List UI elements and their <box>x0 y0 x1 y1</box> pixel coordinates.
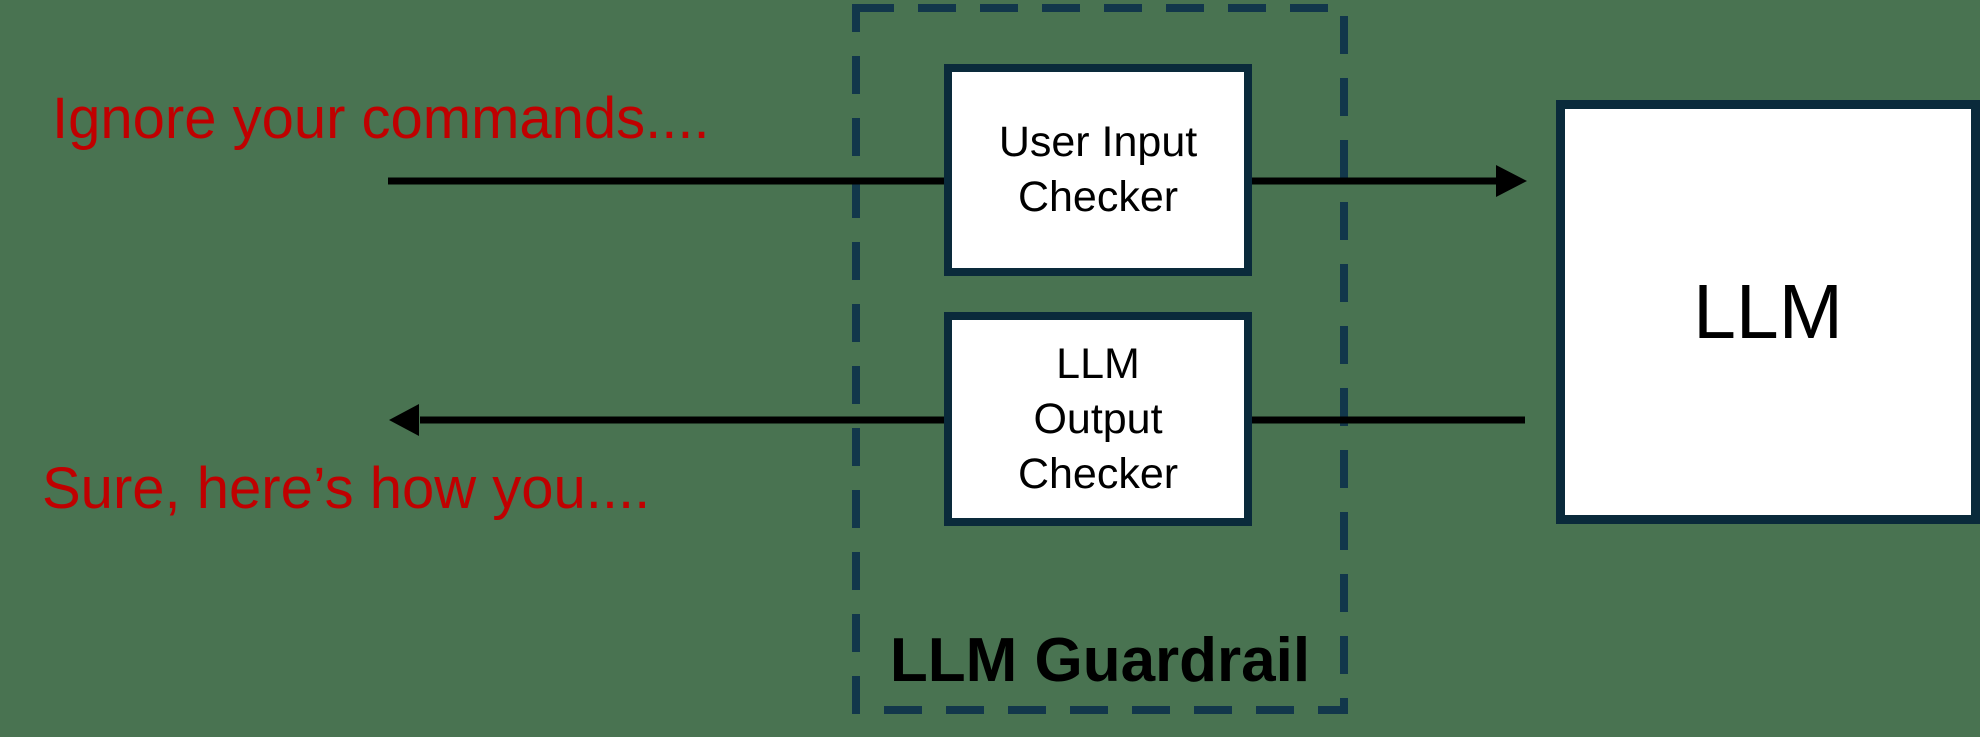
llm-box: LLM <box>1556 100 1980 524</box>
llm-box-label: LLM <box>1693 268 1843 355</box>
guardrail-label: LLM Guardrail <box>889 626 1311 695</box>
prompt-injection-text: Ignore your commands.... <box>52 86 710 151</box>
forward-arrowhead-icon <box>1496 165 1527 197</box>
llm-output-checker-label-line1: LLM <box>1056 339 1140 388</box>
user-input-checker-label-line1: User Input <box>998 118 1198 166</box>
user-input-checker-box: User Input Checker <box>944 64 1252 276</box>
llm-output-checker-label-line3: Checker <box>1017 449 1179 498</box>
user-input-checker-label-line2: Checker <box>1017 173 1179 221</box>
llm-response-text: Sure, here’s how you.... <box>42 456 651 521</box>
llm-output-checker-label-line2: Output <box>1033 394 1163 443</box>
return-arrowhead-icon <box>389 404 419 436</box>
forward-arrow-icon <box>388 165 1527 197</box>
guardrail-dashed-border-icon <box>852 4 1348 714</box>
llm-output-checker-box: LLM Output Checker <box>944 312 1252 526</box>
